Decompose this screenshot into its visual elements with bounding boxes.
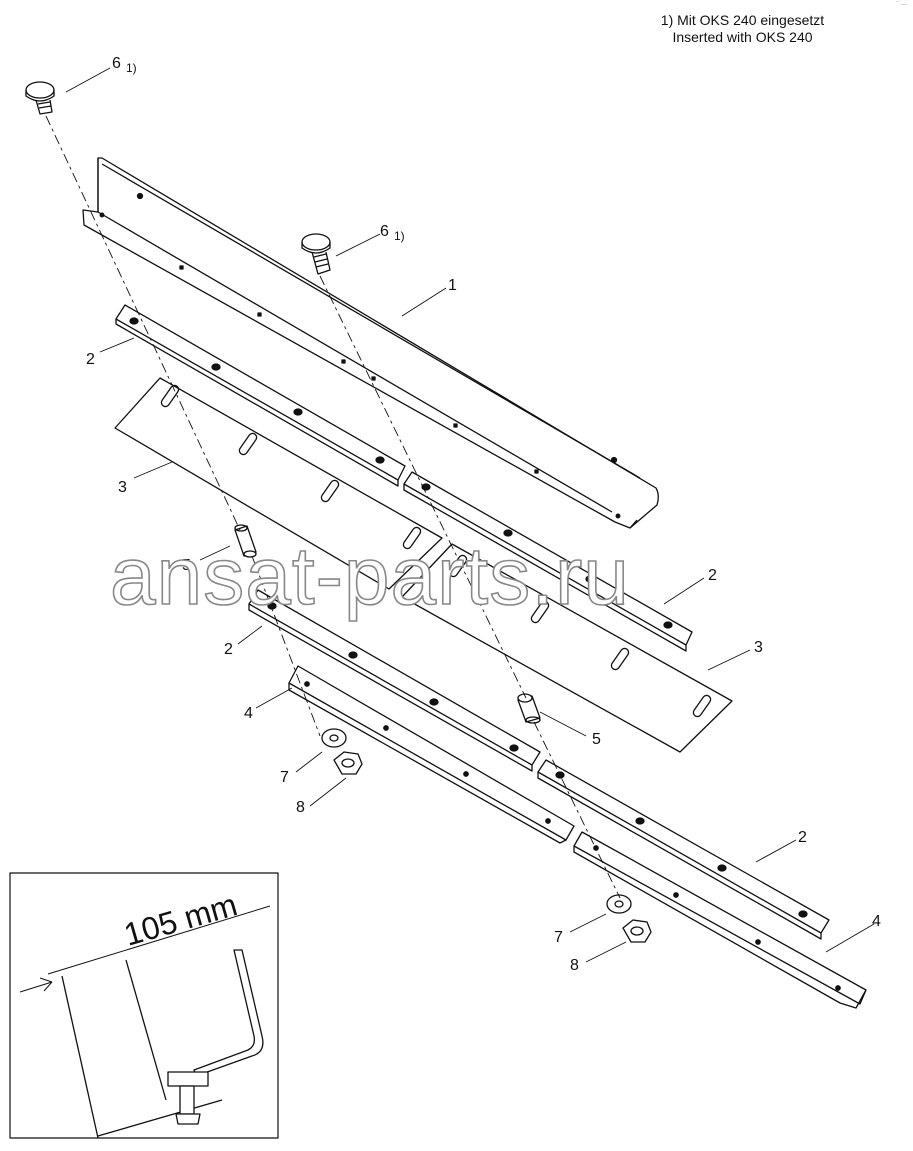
callout-4a: 4 (244, 705, 253, 722)
callout-1: 1 (448, 277, 457, 294)
part-7-washer-left (321, 728, 347, 748)
part-8-nut-right (622, 919, 652, 943)
part-3-plate-left (114, 377, 443, 590)
footnote-german: 1) Mit OKS 240 eingesetzt (660, 12, 825, 28)
callout-2c: 2 (224, 641, 233, 658)
part-2-strip-upper-left (115, 304, 406, 487)
assembly-axes (45, 115, 621, 899)
callout-2d: 2 (798, 829, 807, 846)
callout-8a: 8 (296, 799, 305, 816)
callout-3a: 3 (118, 479, 127, 496)
part-6-bolt-right (301, 233, 331, 275)
leader-lines (65, 67, 875, 963)
detail-inset (9, 872, 279, 1139)
callout-3b: 3 (754, 639, 763, 656)
callout-6b: 6 (380, 223, 389, 240)
callout-5b: 5 (592, 731, 601, 748)
callout-8b: 8 (570, 957, 579, 974)
callout-6a-note: 1) (126, 61, 137, 75)
part-3-plate-right (401, 543, 733, 753)
part-1-angle-bracket (82, 157, 659, 529)
callout-2b: 2 (708, 567, 717, 584)
part-5-sleeve-left (234, 524, 257, 558)
callout-5a: 5 (182, 557, 191, 574)
part-2-strip-lower-left (248, 589, 541, 772)
part-6-bolt-left (25, 81, 55, 115)
callout-6b-note: 1) (394, 229, 405, 243)
callout-7a: 7 (280, 769, 289, 786)
callout-4b: 4 (872, 913, 881, 930)
callout-2a: 2 (86, 351, 95, 368)
part-5-sleeve-right (517, 693, 541, 724)
part-8-nut-left (333, 751, 363, 775)
part-2-strip-upper-right (403, 471, 693, 652)
part-2-strip-lower-right (537, 759, 830, 940)
footnote-english: Inserted with OKS 240 (672, 29, 813, 45)
callout-7b: 7 (554, 929, 563, 946)
part-4-angle-left (288, 665, 575, 844)
corner-mark: ´´ — (895, 2, 907, 8)
footnote: 1) Mit OKS 240 eingesetzt Inserted with … (640, 12, 845, 46)
part-7-washer-right (606, 894, 632, 914)
part-4-angle-right (573, 831, 867, 1009)
callout-6a: 6 (112, 55, 121, 72)
watermark: ansat-parts.ru (110, 531, 630, 622)
